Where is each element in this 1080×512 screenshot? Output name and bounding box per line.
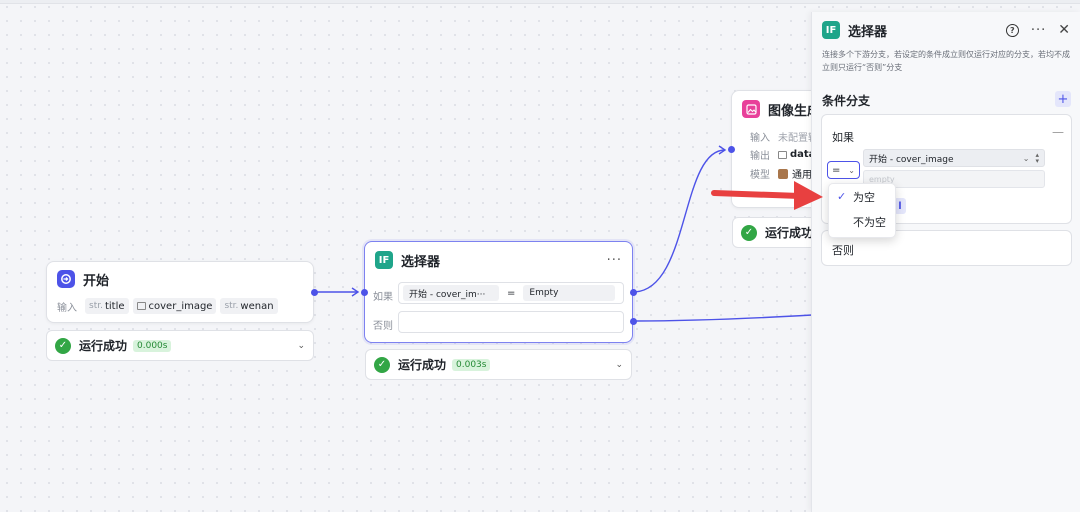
success-check-icon: ✓	[55, 337, 71, 354]
success-check-icon: ✓	[741, 224, 757, 241]
selector-if-port[interactable]	[630, 289, 637, 296]
stepper-icon: ▴▾	[1035, 151, 1039, 165]
selector-status-label: 运行成功	[398, 358, 447, 372]
if-label: 如果	[373, 292, 393, 303]
start-output-port[interactable]	[311, 289, 318, 296]
panel-title: 选择器	[848, 24, 888, 40]
if-condition-box[interactable]: 开始 - cover_im··· = Empty	[398, 282, 624, 304]
cond-operator: =	[507, 287, 516, 299]
image-icon	[136, 302, 146, 310]
edge-else-to-right	[632, 314, 813, 322]
add-condition-button-partial[interactable]: l	[894, 198, 906, 214]
condition-branch-title: 条件分支	[822, 94, 871, 108]
model-avatar	[778, 168, 788, 179]
image-output-label: 输出	[750, 151, 770, 162]
image-input-label: 输入	[750, 132, 770, 144]
input-chip-cover-image: cover_image	[132, 298, 217, 314]
selector-else-port[interactable]	[630, 318, 637, 325]
help-icon[interactable]: ?	[1005, 23, 1019, 37]
variable-select[interactable]: 开始 - cover_image ⌄ ▴▾	[863, 149, 1045, 167]
check-icon: ✓	[837, 190, 847, 203]
start-node-title: 开始	[83, 273, 110, 289]
dropdown-option-empty[interactable]: ✓ 为空	[837, 190, 875, 204]
if-icon: IF	[375, 251, 393, 269]
image-model-value: 通用	[792, 170, 812, 181]
selector-node-title: 选择器	[401, 254, 441, 270]
value-input[interactable]: empty	[863, 170, 1045, 188]
else-label: 否则	[373, 321, 393, 332]
selector-node[interactable]: IF 选择器 ··· 如果 开始 - cover_im··· = Empty 否…	[364, 241, 633, 343]
edge-start-arrowhead	[351, 287, 360, 297]
start-node[interactable]: 开始 输入 str.title cover_image str.wenan	[46, 261, 314, 323]
image-output-value: data	[790, 149, 816, 160]
image-icon	[778, 150, 787, 159]
start-input-label: 输入	[57, 302, 77, 314]
start-status-bar[interactable]: ✓ 运行成功 0.000s ⌄	[46, 330, 314, 361]
image-input-value: 未配置输	[778, 132, 818, 144]
selector-time-badge: 0.003s	[452, 358, 491, 371]
start-status-label: 运行成功	[79, 339, 128, 353]
top-divider	[0, 0, 1080, 4]
input-chip-title: str.title	[85, 298, 129, 314]
collapse-icon[interactable]: —	[1052, 125, 1064, 139]
if-icon: IF	[822, 21, 840, 39]
cond-value: Empty	[523, 285, 616, 301]
edge-if-to-image	[632, 149, 726, 293]
chevron-down-icon: ⌄	[1022, 153, 1030, 163]
image-input-port[interactable]	[728, 146, 735, 153]
selector-status-bar[interactable]: ✓ 运行成功 0.003s ⌄	[365, 349, 632, 380]
chevron-down-icon[interactable]: ⌄	[615, 359, 623, 370]
operator-dropdown-menu: ✓ 为空 不为空	[828, 183, 896, 238]
image-model-label: 模型	[750, 170, 770, 181]
selector-config-panel: IF 选择器 ? ··· ✕ 连接多个下游分支，若设定的条件成立则仅运行对应的分…	[811, 12, 1080, 512]
more-icon[interactable]: ···	[1030, 22, 1047, 38]
dropdown-option-not-empty[interactable]: 不为空	[853, 215, 886, 229]
cond-variable: 开始 - cover_im···	[403, 285, 499, 301]
operator-select[interactable]: = ⌄	[827, 161, 860, 179]
close-icon[interactable]: ✕	[1058, 22, 1070, 38]
if-branch-card: 如果 — = ⌄ 开始 - cover_image ⌄ ▴▾ empty l	[821, 114, 1072, 224]
chevron-down-icon[interactable]: ⌄	[297, 340, 305, 351]
input-chip-wenan: str.wenan	[220, 298, 278, 314]
image-gen-title: 图像生成	[768, 103, 821, 119]
more-icon[interactable]: ···	[606, 252, 622, 268]
add-branch-button[interactable]: +	[1055, 91, 1071, 107]
selector-input-port[interactable]	[361, 289, 368, 296]
image-status-label: 运行成功	[765, 226, 814, 240]
image-gen-icon	[742, 100, 760, 118]
start-icon	[57, 270, 75, 288]
start-time-badge: 0.000s	[133, 339, 172, 352]
edge-image-arrowhead	[718, 145, 727, 155]
else-branch-label: 否则	[832, 244, 854, 257]
success-check-icon: ✓	[374, 356, 390, 373]
panel-description: 连接多个下游分支，若设定的条件成立则仅运行对应的分支，若均不成立则只运行“否则”…	[822, 50, 1070, 72]
chevron-down-icon: ⌄	[848, 165, 855, 175]
if-branch-label: 如果	[832, 131, 854, 144]
else-condition-box[interactable]	[398, 311, 624, 333]
